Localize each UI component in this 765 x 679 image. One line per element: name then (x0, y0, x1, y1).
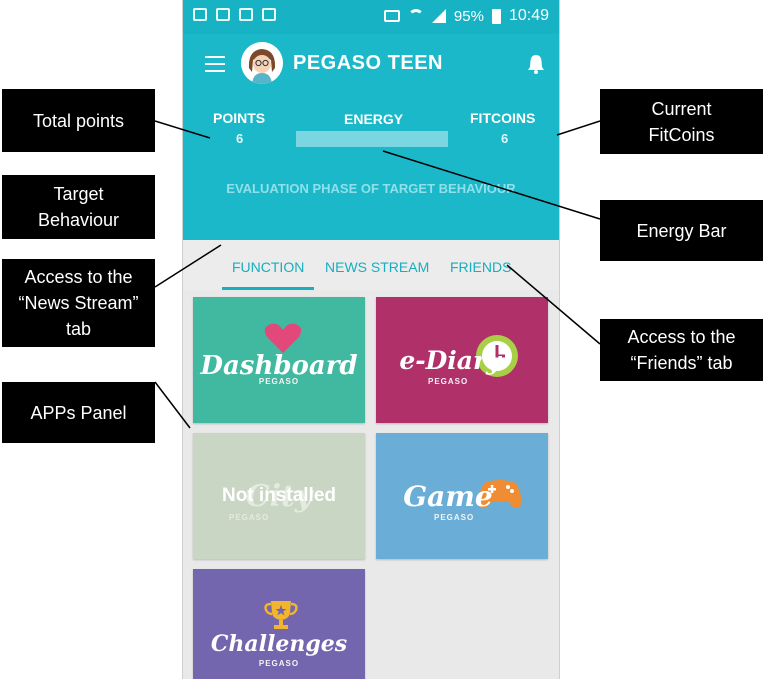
app-tile-dashboard[interactable]: Dashboard PEGASO (193, 297, 365, 423)
app-tile-game[interactable]: Game PEGASO (376, 433, 548, 559)
app-brand: PEGASO (434, 513, 475, 522)
energy-bar (296, 131, 448, 147)
clock: 10:49 (508, 7, 549, 24)
video-icon (193, 8, 207, 21)
heart-icon (264, 323, 302, 353)
avatar[interactable] (241, 42, 283, 84)
points-value: 6 (236, 131, 244, 146)
active-tab-indicator (222, 287, 314, 290)
target-behaviour-text: EVALUATION PHASE OF TARGET BEHAVIOUR (226, 181, 516, 196)
fitcoins-label: FITCOINS (470, 110, 536, 126)
app-name: Game (403, 479, 493, 513)
android-icon (216, 8, 230, 21)
cast-icon (383, 10, 400, 22)
fitcoins-value: 6 (501, 131, 509, 146)
gamepad-icon (478, 480, 522, 509)
tab-function[interactable]: FUNCTION (232, 259, 305, 275)
trophy-icon (264, 601, 298, 629)
battery-percent: 95% (453, 7, 484, 25)
app-brand: PEGASO (428, 377, 469, 386)
points-label: POINTS (213, 110, 266, 126)
app-tile-city[interactable]: City PEGASO Not installed (193, 433, 365, 559)
app-name: Dashboard (200, 351, 358, 381)
not-installed-label: Not installed (221, 485, 336, 506)
app-brand: PEGASO (229, 513, 270, 522)
callout-current-fitcoins: Current FitCoins (600, 89, 763, 154)
hamburger-menu-icon[interactable] (205, 56, 225, 77)
clipboard-icon (239, 8, 253, 21)
callout-total-points: Total points (2, 89, 155, 152)
gallery-icon (262, 8, 276, 21)
wifi-icon (407, 9, 424, 23)
callout-news-stream: Access to the “News Stream” tab (2, 259, 155, 347)
bell-icon[interactable] (527, 54, 545, 74)
app-brand: PEGASO (258, 377, 300, 386)
notification-icons (193, 8, 276, 21)
callout-apps-panel: APPs Panel (2, 382, 155, 443)
app-name: City (245, 478, 313, 514)
app-name: Challenges (210, 631, 348, 657)
callout-target-behaviour: Target Behaviour (2, 175, 155, 239)
callout-energy-bar: Energy Bar (600, 200, 763, 261)
system-icons: 95% 10:49 (383, 7, 549, 25)
tab-friends[interactable]: FRIENDS (450, 259, 512, 275)
app-header: PEGASO TEEN POINTS 6 ENERGY FITCOINS 6 E… (183, 34, 559, 240)
app-tile-ediary[interactable]: e-Diary PEGASO (376, 297, 548, 423)
signal-icon (431, 9, 446, 23)
battery-icon (491, 8, 501, 24)
app-name: e-Diary (399, 345, 501, 375)
tab-bar: FUNCTION NEWS STREAM FRIENDS (183, 240, 559, 290)
tab-news-stream[interactable]: NEWS STREAM (325, 259, 430, 275)
app-tile-challenges[interactable]: Challenges PEGASO (193, 569, 365, 679)
callout-friends: Access to the “Friends” tab (600, 319, 763, 381)
clock-icon (476, 335, 518, 377)
energy-label: ENERGY (344, 111, 404, 127)
status-bar: 95% 10:49 (183, 0, 559, 34)
app-title: PEGASO TEEN (293, 52, 443, 74)
app-brand: PEGASO (258, 659, 300, 668)
phone-screen: 95% 10:49 PEGASO TEEN POINTS 6 ENERGY FI… (182, 0, 560, 679)
